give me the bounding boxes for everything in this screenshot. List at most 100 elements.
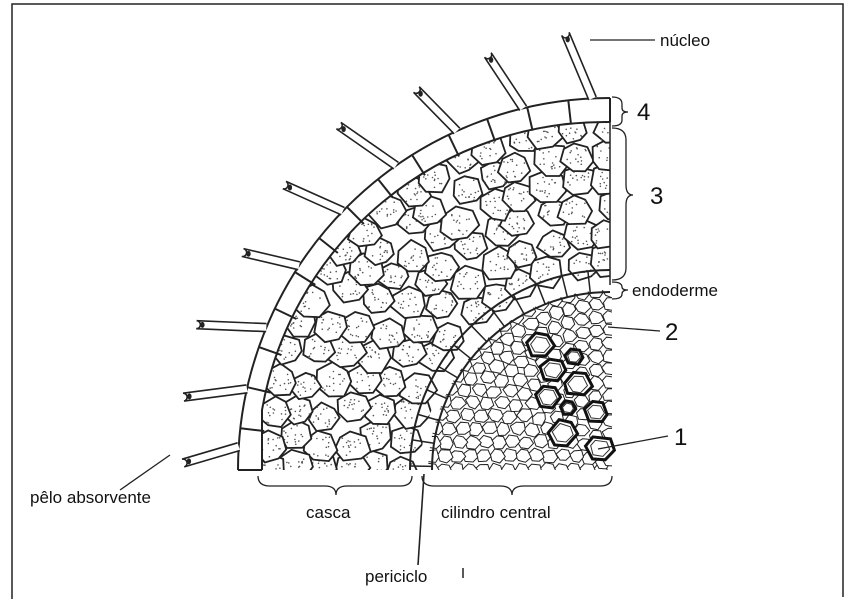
- stipple-dot: [393, 212, 395, 214]
- stipple-dot: [548, 183, 550, 185]
- stipple-dot: [484, 146, 486, 148]
- stipple-dot: [400, 464, 402, 466]
- stipple-dot: [323, 353, 325, 355]
- stipple-dot: [614, 199, 616, 201]
- stipple-dot: [426, 334, 428, 336]
- stele-cell: [505, 435, 521, 447]
- stipple-dot: [597, 232, 599, 234]
- stipple-dot: [517, 216, 519, 218]
- stipple-dot: [374, 297, 376, 299]
- stipple-dot: [390, 383, 392, 385]
- stele-cell: [480, 397, 494, 410]
- stipple-dot: [352, 408, 354, 410]
- stipple-dot: [404, 406, 406, 408]
- stipple-dot: [434, 355, 436, 357]
- stipple-dot: [327, 426, 329, 428]
- stipple-dot: [361, 361, 363, 363]
- stipple-dot: [604, 200, 606, 202]
- stipple-dot: [573, 230, 575, 232]
- stipple-dot: [393, 209, 395, 211]
- stipple-dot: [401, 275, 403, 277]
- stipple-dot: [411, 361, 413, 363]
- stipple-dot: [281, 419, 283, 421]
- stipple-dot: [285, 432, 287, 434]
- stele-cell: [438, 450, 453, 463]
- stipple-dot: [405, 261, 407, 263]
- stipple-dot: [422, 265, 424, 267]
- stipple-dot: [604, 254, 606, 256]
- stipple-dot: [481, 142, 483, 144]
- stipple-dot: [466, 219, 468, 221]
- stipple-dot: [601, 172, 603, 174]
- stipple-dot: [371, 357, 373, 359]
- stipple-dot: [598, 253, 600, 255]
- stele-cell: [511, 324, 526, 337]
- stipple-dot: [290, 382, 292, 384]
- stipple-dot: [354, 441, 356, 443]
- stipple-dot: [453, 219, 455, 221]
- stipple-dot: [512, 161, 514, 163]
- stipple-dot: [496, 264, 498, 266]
- stipple-dot: [547, 214, 549, 216]
- stipple-dot: [600, 253, 602, 255]
- stipple-dot: [438, 289, 440, 291]
- epidermis-cell-wall: [378, 179, 393, 198]
- stipple-dot: [558, 252, 560, 254]
- stipple-dot: [270, 407, 272, 409]
- stipple-dot: [333, 383, 335, 385]
- stipple-dot: [414, 193, 416, 195]
- stipple-dot: [338, 348, 340, 350]
- stipple-dot: [443, 338, 445, 340]
- stipple-dot: [459, 222, 461, 224]
- stipple-dot: [268, 422, 270, 424]
- epidermis-cell-wall: [240, 428, 264, 431]
- stipple-dot: [316, 406, 318, 408]
- stele-cell: [580, 464, 595, 477]
- label-4: 4: [637, 99, 650, 126]
- stipple-dot: [394, 339, 396, 341]
- stipple-dot: [581, 164, 583, 166]
- stipple-dot: [344, 400, 346, 402]
- stipple-dot: [391, 281, 393, 283]
- stipple-dot: [304, 387, 306, 389]
- stipple-dot: [350, 256, 352, 258]
- stipple-dot: [596, 240, 598, 242]
- stipple-dot: [324, 274, 326, 276]
- stipple-dot: [597, 228, 599, 230]
- stipple-dot: [595, 242, 597, 244]
- stele-cell: [515, 463, 529, 476]
- stipple-dot: [432, 290, 434, 292]
- stipple-dot: [551, 136, 553, 138]
- stipple-dot: [513, 141, 515, 143]
- epidermis-cell-wall: [412, 155, 425, 175]
- stipple-dot: [402, 307, 404, 309]
- stipple-dot: [457, 220, 459, 222]
- stipple-dot: [517, 231, 519, 233]
- stipple-dot: [616, 240, 618, 242]
- stipple-dot: [358, 261, 360, 263]
- stipple-dot: [604, 259, 606, 261]
- stipple-dot: [311, 470, 313, 472]
- stipple-dot: [511, 283, 513, 285]
- stipple-dot: [491, 181, 493, 183]
- stipple-dot: [468, 218, 470, 220]
- stipple-dot: [497, 210, 499, 212]
- stipple-dot: [434, 172, 436, 174]
- stipple-dot: [465, 273, 467, 275]
- cortex-cell: [454, 176, 483, 204]
- stipple-dot: [369, 428, 371, 430]
- stipple-dot: [272, 439, 274, 441]
- stipple-dot: [432, 242, 434, 244]
- stipple-dot: [490, 201, 492, 203]
- stipple-dot: [356, 335, 358, 337]
- stipple-dot: [357, 381, 359, 383]
- stipple-dot: [538, 277, 540, 279]
- stipple-dot: [275, 379, 277, 381]
- stipple-dot: [266, 422, 268, 424]
- stipple-dot: [289, 352, 291, 354]
- stipple-dot: [434, 179, 436, 181]
- stele-cell: [589, 338, 603, 351]
- stipple-dot: [503, 231, 505, 233]
- stipple-dot: [570, 150, 572, 152]
- stipple-dot: [389, 334, 391, 336]
